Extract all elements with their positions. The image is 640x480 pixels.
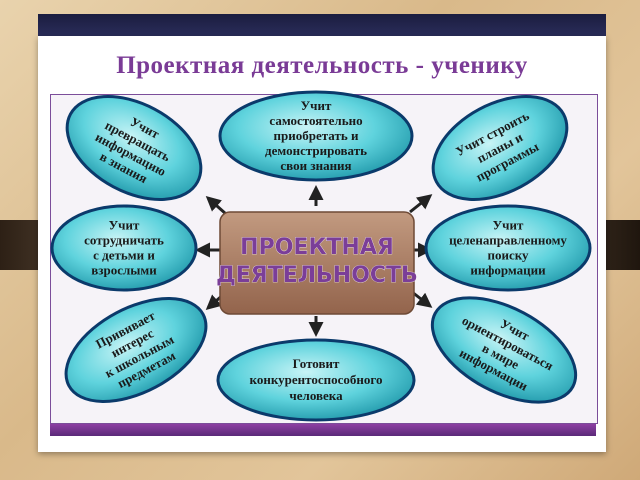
oval-shape: [65, 95, 203, 201]
oval-shape: [431, 95, 569, 201]
oval-text-line: информации: [470, 263, 546, 278]
oval-text-line: Готовит: [293, 356, 340, 371]
center-line-1: ПРОЕКТНАЯ: [240, 235, 394, 260]
slide-title: Проектная деятельность - ученику: [116, 52, 528, 79]
oval-text-line: с детьми и: [93, 248, 155, 263]
oval-shape: [430, 296, 578, 404]
oval-text-line: свои знания: [280, 158, 351, 173]
oval-text-line: конкурентоспособного: [250, 372, 383, 387]
slide: Проектная деятельность - ученику: [38, 36, 606, 452]
oval-shape: [50, 204, 198, 292]
diagram: ПРОЕКТНАЯ ДЕЯТЕЛЬНОСТЬ Учитпревращатьинф…: [50, 90, 592, 422]
arrow-up-left: [205, 196, 227, 216]
oval-text-line: взрослыми: [91, 263, 157, 278]
oval-shape: [424, 204, 592, 292]
oval-shape: [218, 90, 414, 182]
oval-text-line: целенаправленному: [449, 233, 567, 248]
oval-text-line: Учит: [493, 218, 524, 233]
oval-shape: [64, 297, 208, 403]
slide-top-bar: [38, 14, 606, 38]
oval-text-line: Учит: [109, 218, 140, 233]
oval-text-line: Учит: [301, 98, 332, 113]
oval-text-line: приобретать и: [274, 128, 359, 143]
bottom-bar: [50, 424, 596, 436]
arrows: [195, 185, 433, 337]
arrow-down-right: [411, 290, 433, 308]
oval-shape: [216, 338, 416, 422]
oval-text-line: самостоятельно: [269, 113, 362, 128]
oval-text-line: поиску: [487, 248, 529, 263]
center-line-2: ДЕЯТЕЛЬНОСТЬ: [216, 263, 418, 288]
center-node: ПРОЕКТНАЯ ДЕЯТЕЛЬНОСТЬ: [216, 211, 418, 315]
oval-text-line: сотрудничать: [84, 233, 164, 248]
oval-text-line: человека: [289, 388, 343, 403]
oval-text-line: демонстрировать: [265, 143, 367, 158]
arrow-up-right: [409, 194, 433, 214]
